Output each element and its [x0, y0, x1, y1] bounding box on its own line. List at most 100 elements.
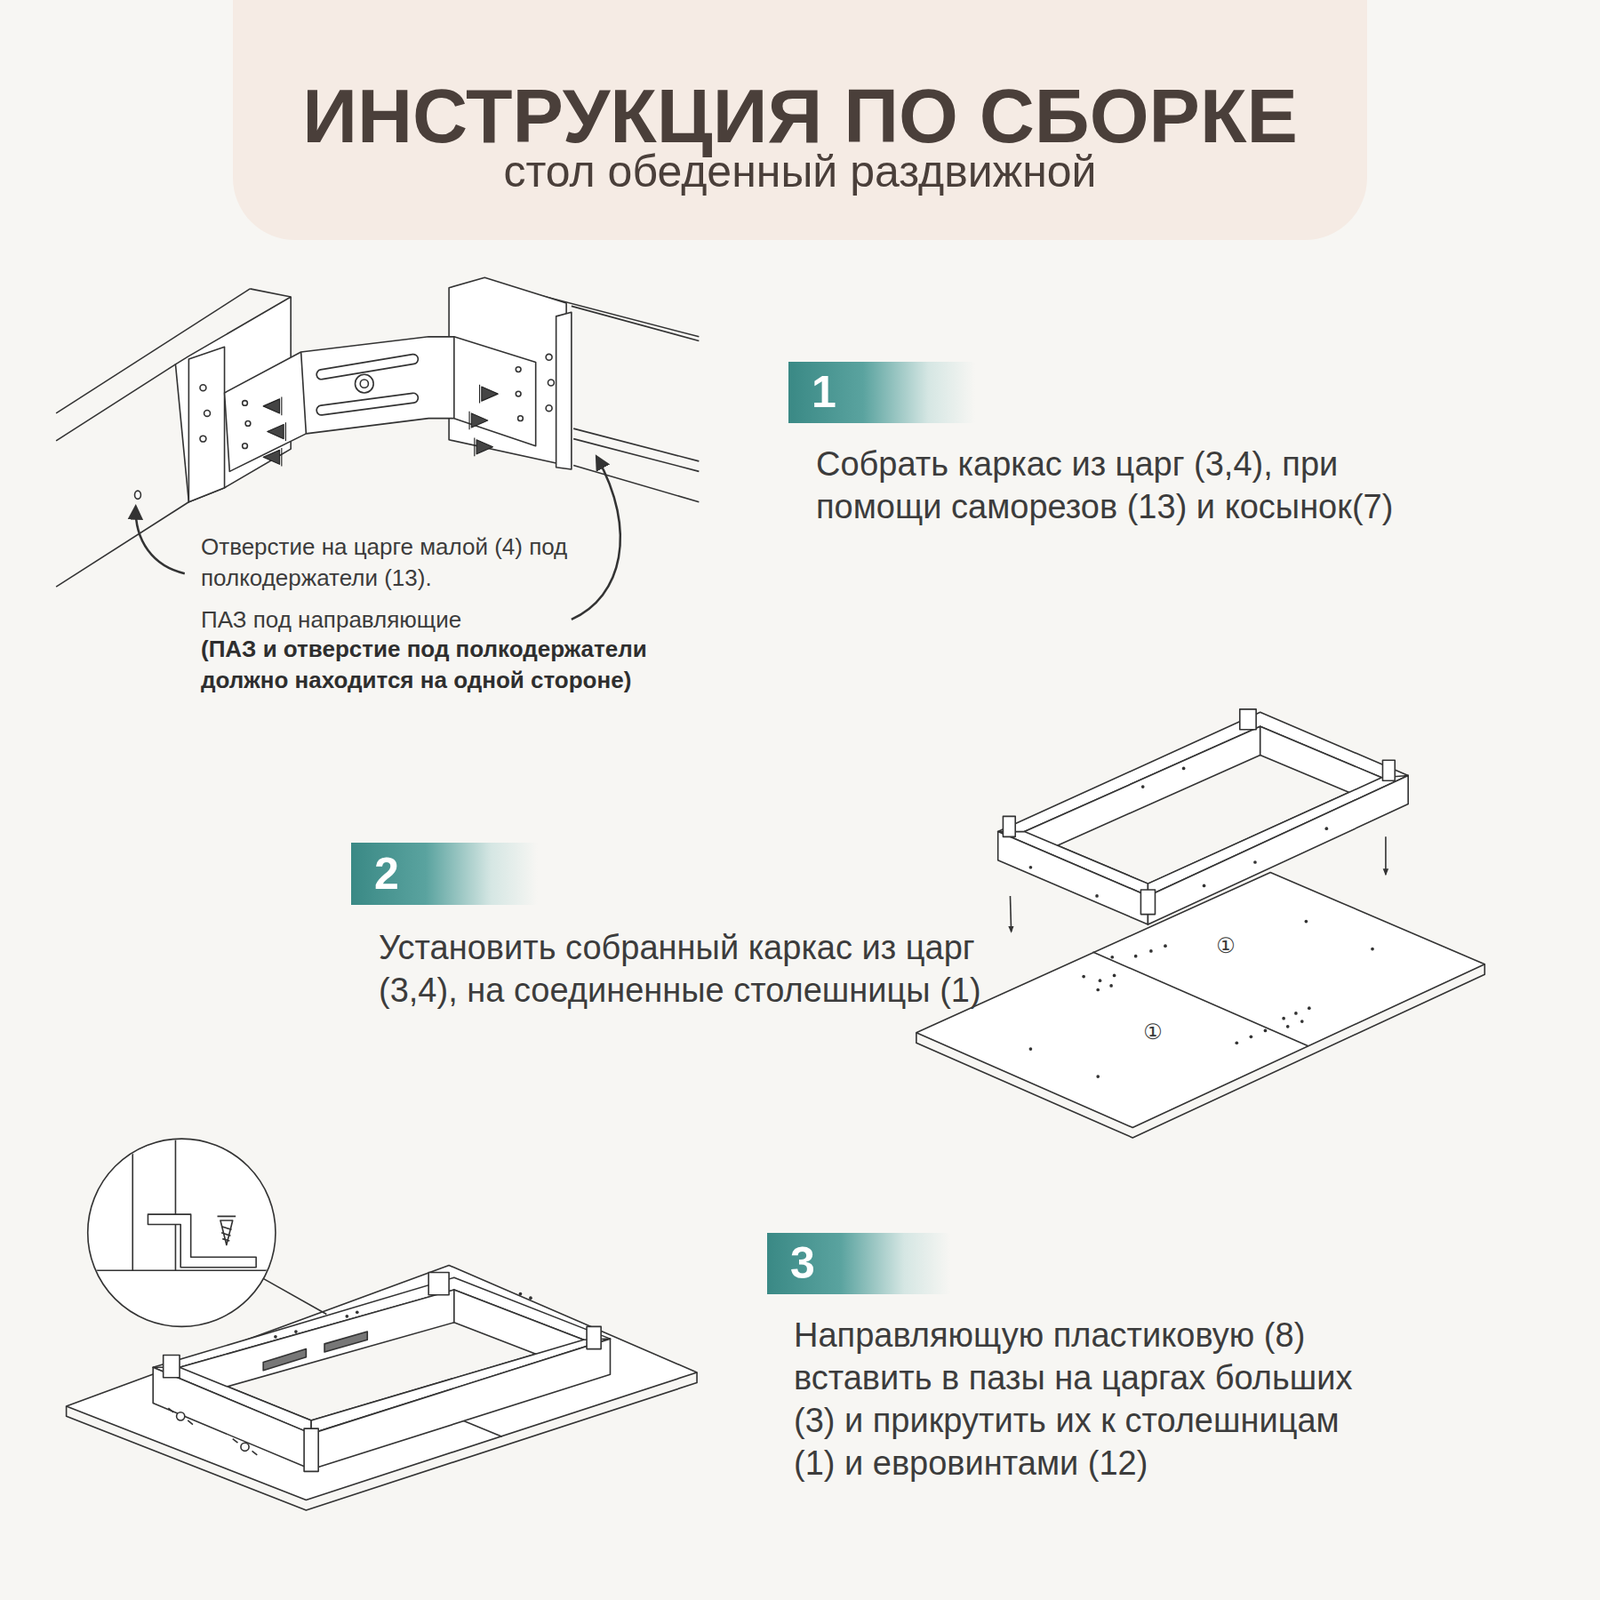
tabletop-frame-step-3 — [263, 1278, 327, 1314]
tabletop-frame-step-2 — [1264, 1029, 1268, 1033]
frame-corner-detail — [56, 502, 189, 587]
tabletop-frame-step-2 — [1110, 955, 1114, 960]
frame-corner-detail — [573, 428, 699, 462]
tabletop-frame-step-3 — [344, 1314, 349, 1319]
tabletop-frame-step-3 — [175, 1132, 177, 1271]
tabletop-frame-step-3 — [131, 1132, 134, 1271]
step-text: Установить собранный каркас из царг (3,4… — [378, 926, 984, 1012]
frame-corner-detail — [453, 336, 456, 419]
frame-corner-detail — [135, 490, 142, 499]
frame-corner-detail — [571, 456, 621, 620]
tabletop-frame-step-2 — [1249, 1034, 1254, 1039]
tabletop-frame-step-2 — [1029, 1047, 1033, 1051]
tabletop-frame-step-3 — [428, 1272, 449, 1296]
tabletop-frame-step-3 — [273, 1292, 533, 1339]
frame-corner-detail — [321, 359, 414, 375]
frame-corner-detail — [301, 352, 307, 434]
step-number: 1 — [788, 361, 976, 424]
frame-corner-detail — [518, 416, 524, 422]
tabletop-frame-step-3 — [528, 1296, 533, 1300]
tabletop-frame-step-3 — [81, 1269, 287, 1272]
frame-corner-detail — [547, 379, 554, 386]
frame-corner-detail — [242, 400, 248, 407]
frame-corner-detail — [545, 405, 552, 412]
tabletop-frame-step-2 — [1307, 1006, 1312, 1010]
tabletop-frame-step-2 — [1140, 889, 1155, 915]
frame-corner-detail — [571, 305, 699, 341]
frame-corner-detail — [480, 384, 499, 404]
frame-corner-detail — [245, 421, 251, 427]
tabletop-frame-step-2 — [1095, 894, 1099, 898]
frame-corner-detail — [56, 277, 699, 620]
tabletop-frame-step-2 — [1240, 709, 1256, 730]
tabletop-frame-step-2 — [1081, 975, 1086, 979]
tabletop-frame-step-3 — [66, 1132, 697, 1511]
tabletop-frame-step-3 — [217, 1216, 237, 1245]
tabletop-frame-step-2 — [1141, 784, 1145, 789]
tabletop-frame-step-2 — [1286, 1024, 1290, 1029]
frame-corner-detail — [354, 374, 374, 393]
frame-corner-detail — [204, 409, 211, 416]
frame-corner-detail — [515, 391, 521, 397]
tabletop-frame-step-2 — [1182, 767, 1186, 771]
frame-corner-detail — [469, 411, 488, 431]
tabletop-frame-step-2 — [998, 832, 1149, 925]
tabletop-frame-step-3 — [221, 1226, 232, 1241]
tabletop-frame-step-2 — [1112, 974, 1117, 978]
frame-corner-detail — [267, 422, 287, 441]
frame-corner-detail — [263, 384, 498, 467]
tabletop-frame-step-2 — [1382, 760, 1395, 781]
page-subtitle: стол обеденный раздвижной — [259, 146, 1341, 197]
frame-corner-detail — [136, 507, 185, 575]
callout-note: ПАЗ под направляющие — [200, 604, 664, 636]
tabletop-frame-step-2 — [1281, 1016, 1286, 1021]
tabletop-frame-step-2 — [1253, 860, 1257, 864]
frame-corner-detail — [321, 359, 414, 375]
tabletop-frame-step-3 — [294, 1329, 298, 1334]
tabletop-frame-step-3 — [273, 1335, 278, 1339]
tabletop-frame-step-3 — [176, 1412, 185, 1421]
tabletop-frame-step-3 — [324, 1331, 368, 1352]
callout-number: ① — [1216, 933, 1236, 959]
step-text: Собрать каркас из царг (3,4), при помощи… — [816, 442, 1430, 528]
frame-corner-detail — [360, 379, 368, 388]
tabletop-frame-step-3 — [311, 1338, 610, 1470]
tabletop-frame-step-3 — [240, 1442, 249, 1451]
frame-corner-detail — [200, 384, 207, 392]
tabletop-frame-step-2 — [1234, 1040, 1239, 1045]
tabletop-frame-step-2 — [1384, 836, 1387, 874]
tabletop-frame-step-3 — [152, 1367, 312, 1470]
page-title: ИНСТРУКЦИЯ ПО СБОРКЕ — [259, 72, 1341, 159]
frame-corner-detail — [249, 288, 291, 297]
tabletop-frame-step-2 — [1002, 816, 1016, 837]
tabletop-frame-step-3 — [355, 1310, 360, 1314]
callout-number: ① — [1143, 1019, 1163, 1045]
step-number: 3 — [767, 1232, 951, 1295]
illustration — [56, 277, 1485, 1511]
tabletop-frame-step-2 — [1029, 920, 1375, 1079]
tabletop-frame-step-2 — [1029, 767, 1329, 898]
frame-corner-detail — [263, 448, 282, 467]
tabletop-frame-step-3 — [147, 1214, 256, 1268]
tabletop-frame-step-2 — [1370, 947, 1375, 952]
tabletop-frame-step-2 — [1096, 1074, 1100, 1079]
tabletop-frame-step-2 — [1098, 978, 1103, 983]
tabletop-frame-step-2 — [1149, 949, 1153, 953]
frame-corner-detail — [56, 364, 176, 441]
tabletop-frame-step-2 — [1092, 952, 1308, 1047]
tabletop-frame-step-3 — [304, 1428, 319, 1472]
tabletop-frame-step-3 — [232, 1439, 258, 1456]
tabletop-frame-step-2 — [1147, 775, 1408, 925]
callout-note: (ПАЗ и отверстие под полкодержатели долж… — [200, 633, 735, 696]
step-badge: 3 — [767, 1232, 951, 1295]
tabletop-frame-step-3 — [168, 1408, 257, 1456]
tabletop-frame-step-2 — [1163, 944, 1168, 948]
tabletop-frame-step-2 — [1300, 1019, 1304, 1024]
frame-corner-detail — [556, 312, 572, 470]
tabletop-frame-step-2 — [916, 709, 1485, 1138]
step-number: 2 — [351, 842, 538, 905]
tabletop-frame-step-2 — [1304, 920, 1309, 924]
frame-corner-detail — [242, 443, 248, 449]
tabletop-frame-step-2 — [1325, 826, 1329, 831]
tabletop-frame-step-3 — [586, 1326, 601, 1349]
